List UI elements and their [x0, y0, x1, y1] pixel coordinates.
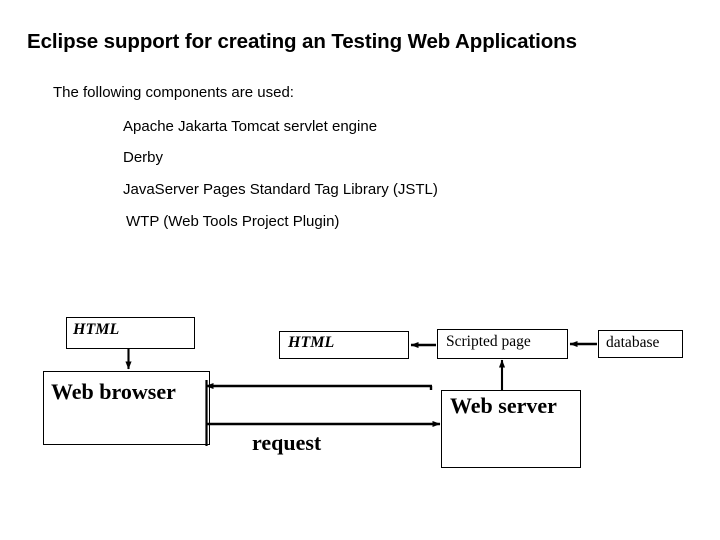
box-label-html-left: HTML [73, 321, 120, 338]
intro-text: The following components are used: [53, 84, 294, 101]
component-item: WTP (Web Tools Project Plugin) [126, 213, 340, 230]
page-title: Eclipse support for creating an Testing … [27, 30, 577, 53]
box-database [598, 330, 683, 358]
component-item: JavaServer Pages Standard Tag Library (J… [123, 181, 438, 198]
box-label-web-browser: Web browser [51, 379, 176, 404]
box-web-server [441, 390, 581, 468]
box-label-database: database [606, 334, 660, 351]
box-scripted-page [437, 329, 568, 359]
box-label-scripted-page: Scripted page [446, 333, 531, 350]
component-item: Apache Jakarta Tomcat servlet engine [123, 118, 378, 135]
box-html-left [66, 317, 195, 349]
box-label-html-middle: HTML [288, 334, 335, 351]
box-html-middle [279, 331, 409, 359]
component-item: Derby [123, 149, 164, 166]
edge-label-request: request [252, 430, 322, 455]
box-web-browser [43, 371, 210, 445]
box-label-web-server: Web server [450, 393, 557, 418]
arrow-server-to-browser-response [205, 382, 433, 390]
